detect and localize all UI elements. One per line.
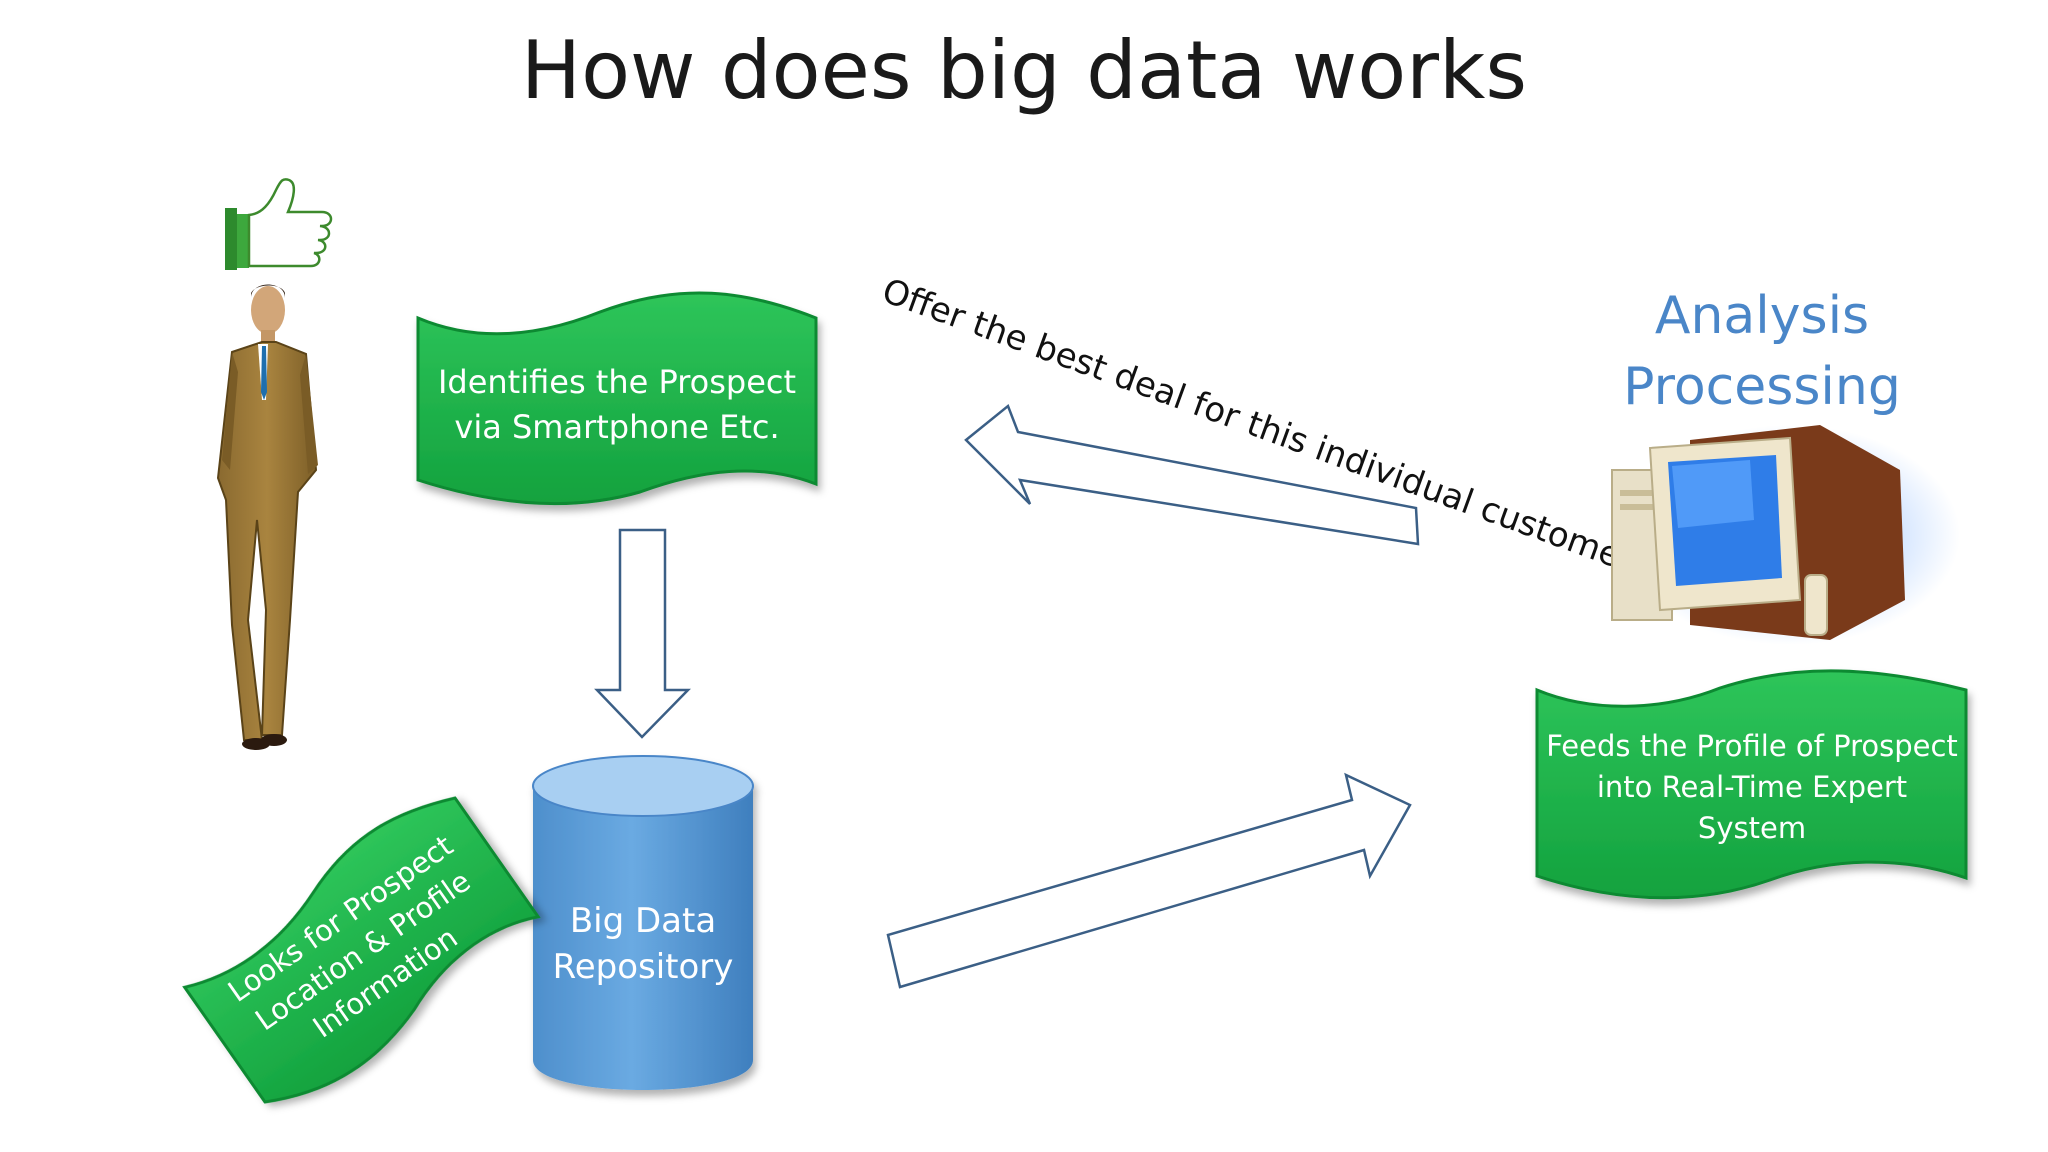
- feeds-line-3: System: [1698, 811, 1806, 845]
- repository-line-2: Repository: [553, 947, 734, 987]
- feeds-flag: [1535, 669, 1968, 900]
- repository-line-1: Big Data: [570, 901, 716, 941]
- analysis-line-2: Processing: [1623, 357, 1901, 417]
- businessman-figure: [216, 284, 318, 750]
- identifies-flag: [416, 291, 818, 506]
- feeds-line-1: Feeds the Profile of Prospect: [1546, 729, 1958, 763]
- identifies-line-2: via Smartphone Etc.: [454, 408, 779, 446]
- looks-for-flag: Looks for Prospect Location & Profile In…: [182, 796, 541, 1104]
- slide-title: How does big data works: [521, 24, 1527, 117]
- arrow-to-expert-system: [886, 772, 1412, 989]
- down-arrow: [594, 528, 691, 739]
- analysis-line-1: Analysis: [1655, 286, 1869, 346]
- thumbs-up-icon: [225, 178, 333, 270]
- big-data-repository: [532, 755, 754, 1090]
- arrow-offer-back: [964, 403, 1420, 546]
- feeds-line-2: into Real-Time Expert: [1597, 770, 1907, 804]
- computer-icon: [1611, 425, 1960, 645]
- identifies-line-1: Identifies the Prospect: [438, 363, 796, 401]
